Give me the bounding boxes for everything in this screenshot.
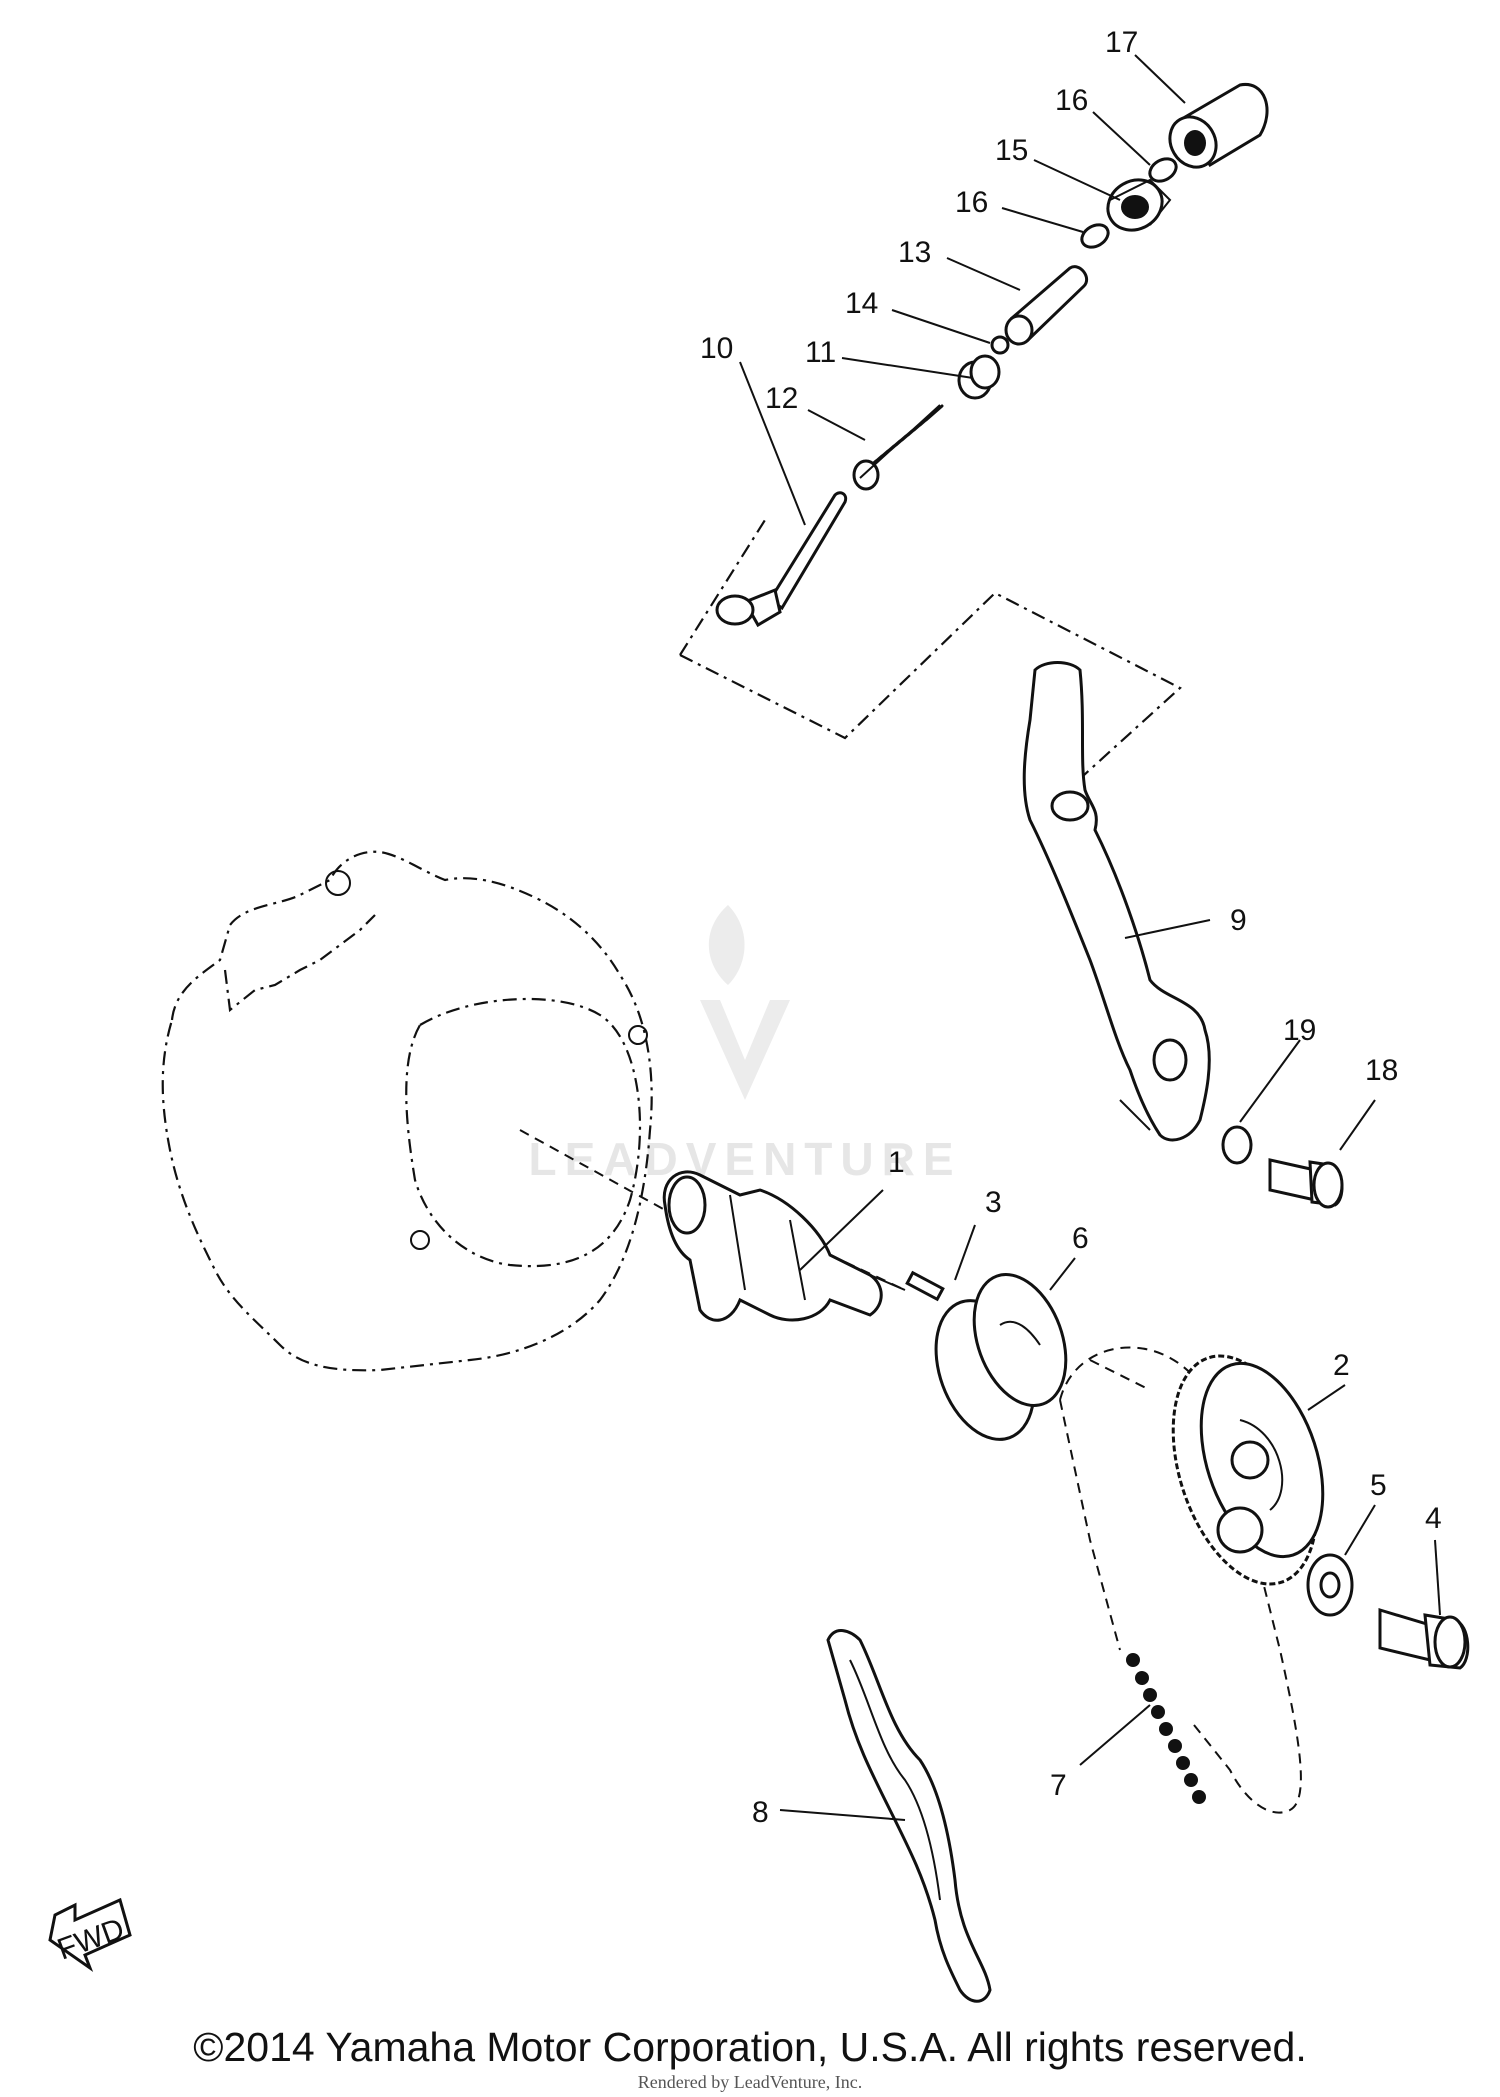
rendered-by-credit: Rendered by LeadVenture, Inc. bbox=[637, 2072, 863, 2092]
tensioner-rod bbox=[715, 491, 848, 628]
camshaft-axis-line bbox=[519, 1129, 666, 1211]
tensioner-plunger bbox=[1004, 265, 1089, 346]
callout-15: 15 bbox=[995, 134, 1028, 167]
chain-guide bbox=[826, 1629, 992, 2003]
callout-8: 8 bbox=[752, 1796, 769, 1829]
camshaft bbox=[662, 1170, 906, 1322]
guide-washer bbox=[1221, 1125, 1253, 1165]
callout-16-upper: 16 bbox=[1055, 84, 1088, 117]
callout-18: 18 bbox=[1365, 1054, 1398, 1087]
callout-13: 13 bbox=[898, 236, 931, 269]
tensioner-gasket bbox=[1106, 178, 1172, 232]
callout-16-lower: 16 bbox=[955, 186, 988, 219]
callout-7: 7 bbox=[1050, 1769, 1067, 1802]
callout-3: 3 bbox=[985, 1186, 1002, 1219]
callout-9: 9 bbox=[1230, 904, 1247, 937]
callout-14: 14 bbox=[845, 287, 878, 320]
callout-11: 11 bbox=[805, 336, 836, 369]
pin bbox=[905, 1270, 945, 1302]
callout-19: 19 bbox=[1283, 1014, 1316, 1047]
callout-5: 5 bbox=[1370, 1469, 1387, 1502]
callout-2: 2 bbox=[1333, 1349, 1350, 1382]
watermark-text: LEADVENTURE bbox=[528, 1133, 961, 1185]
cam-sprocket bbox=[1171, 1354, 1325, 1586]
tensioner-group-outline bbox=[679, 591, 1182, 796]
callout-1: 1 bbox=[888, 1146, 905, 1179]
forward-arrow-icon: FWD bbox=[48, 1897, 132, 1973]
tensioner-collar bbox=[957, 354, 1001, 400]
cam-weight bbox=[934, 1273, 1068, 1441]
washer bbox=[1306, 1553, 1354, 1617]
callout-17: 17 bbox=[1105, 26, 1138, 59]
guide-bolt bbox=[1268, 1158, 1344, 1209]
copyright-notice: ©2014 Yamaha Motor Corporation, U.S.A. A… bbox=[193, 2024, 1307, 2070]
o-ring-upper bbox=[1148, 157, 1178, 183]
leadventure-watermark: LEADVENTURE bbox=[528, 905, 961, 1185]
axis-line-3 bbox=[1089, 1359, 1151, 1391]
callout-6: 6 bbox=[1072, 1222, 1089, 1255]
callout-10: 10 bbox=[700, 332, 733, 365]
tensioner-guide bbox=[1022, 661, 1211, 1142]
callout-4: 4 bbox=[1425, 1502, 1442, 1535]
sprocket-bolt bbox=[1378, 1607, 1470, 1670]
callout-labels: 1 2 3 4 5 6 7 8 9 10 11 12 13 14 15 16 1… bbox=[700, 26, 1442, 1829]
cam-chain bbox=[1059, 1346, 1302, 1814]
tensioner-pin bbox=[990, 335, 1010, 355]
callout-12: 12 bbox=[765, 382, 798, 415]
o-ring-lower bbox=[1080, 223, 1110, 249]
tensioner-spring bbox=[852, 404, 944, 491]
leader-lines bbox=[739, 54, 1441, 1821]
cylinder-head-outline bbox=[161, 850, 653, 1372]
tensioner-cap bbox=[1168, 83, 1269, 169]
